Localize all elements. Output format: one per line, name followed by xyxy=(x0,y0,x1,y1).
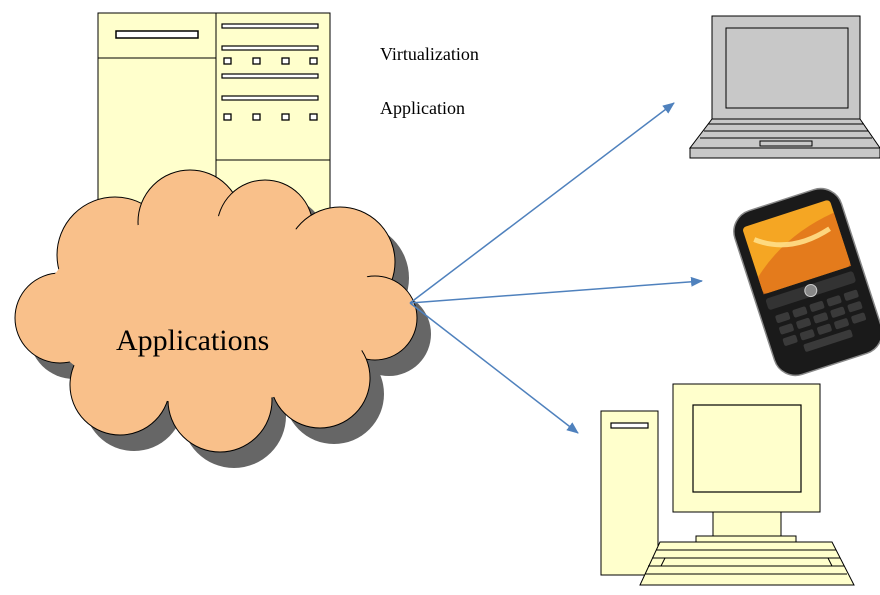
smartphone-icon xyxy=(733,187,880,377)
application-label: Application xyxy=(380,98,465,118)
connector-arrows xyxy=(409,102,703,434)
cloud-label: Applications xyxy=(116,324,270,357)
arrow-to-smartphone xyxy=(409,276,703,304)
desktop-computer-icon xyxy=(600,383,855,586)
laptop-icon xyxy=(688,15,880,159)
arrow-to-laptop xyxy=(409,102,675,304)
virtualization-label: Virtualization xyxy=(380,44,479,64)
arrow-to-desktop xyxy=(409,302,579,434)
